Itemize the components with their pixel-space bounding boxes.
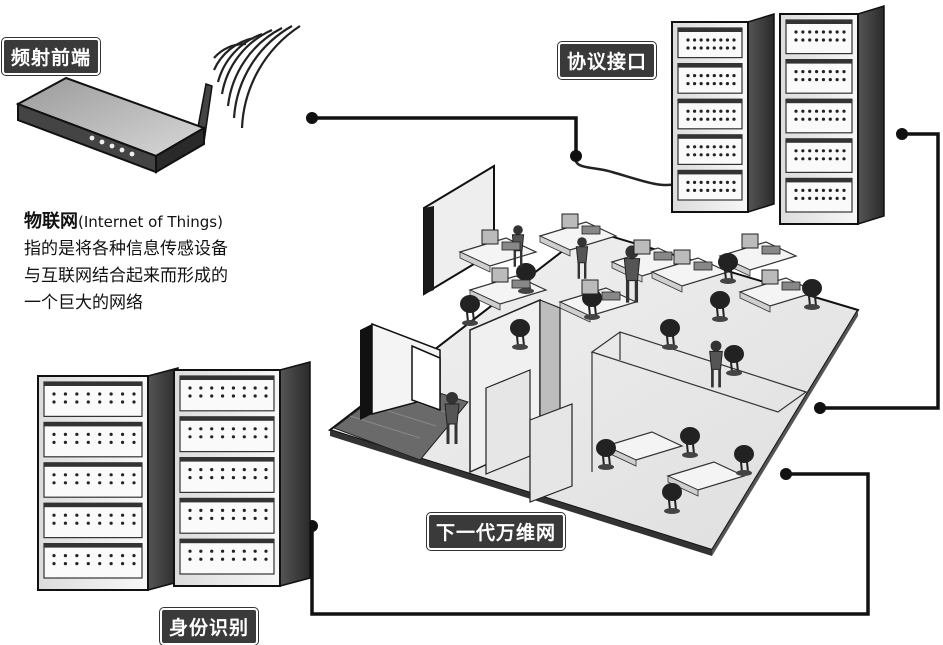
protocol-server-racks: [671, 4, 885, 226]
iot-description: 物联网(Internet of Things) 指的是将各种信息传感设备 与互联…: [24, 208, 314, 317]
label-rf-front-end: 频射前端: [2, 38, 101, 75]
line-office-to-identity: [310, 472, 870, 616]
cable-curl: [574, 155, 677, 187]
line-protocol-to-office: [820, 132, 940, 410]
entry-wall: [360, 324, 372, 420]
office-floor-plan: [327, 164, 860, 556]
line-rf-to-protocol: [312, 116, 578, 156]
connection-lines: [310, 116, 940, 616]
label-identity-recognition: 身份识别: [160, 608, 259, 645]
description-line-3: 一个巨大的网络: [24, 293, 143, 313]
glass-room-wall: [590, 331, 808, 413]
rf-router-device: [15, 25, 301, 174]
description-title: 物联网: [24, 211, 78, 232]
wifi-waves-icon: [212, 25, 301, 129]
description-line-2: 与互联网结合起来而形成的: [24, 266, 228, 286]
label-protocol-interface: 协议接口: [558, 42, 657, 79]
identity-server-racks: [37, 361, 311, 591]
office-door: [411, 344, 441, 412]
router-side: [155, 126, 205, 174]
description-title-en: (Internet of Things): [78, 213, 223, 231]
label-next-gen-web: 下一代万维网: [427, 513, 566, 550]
filing-cabinets: [485, 369, 573, 503]
description-line-1: 指的是将各种信息传感设备: [24, 239, 228, 259]
